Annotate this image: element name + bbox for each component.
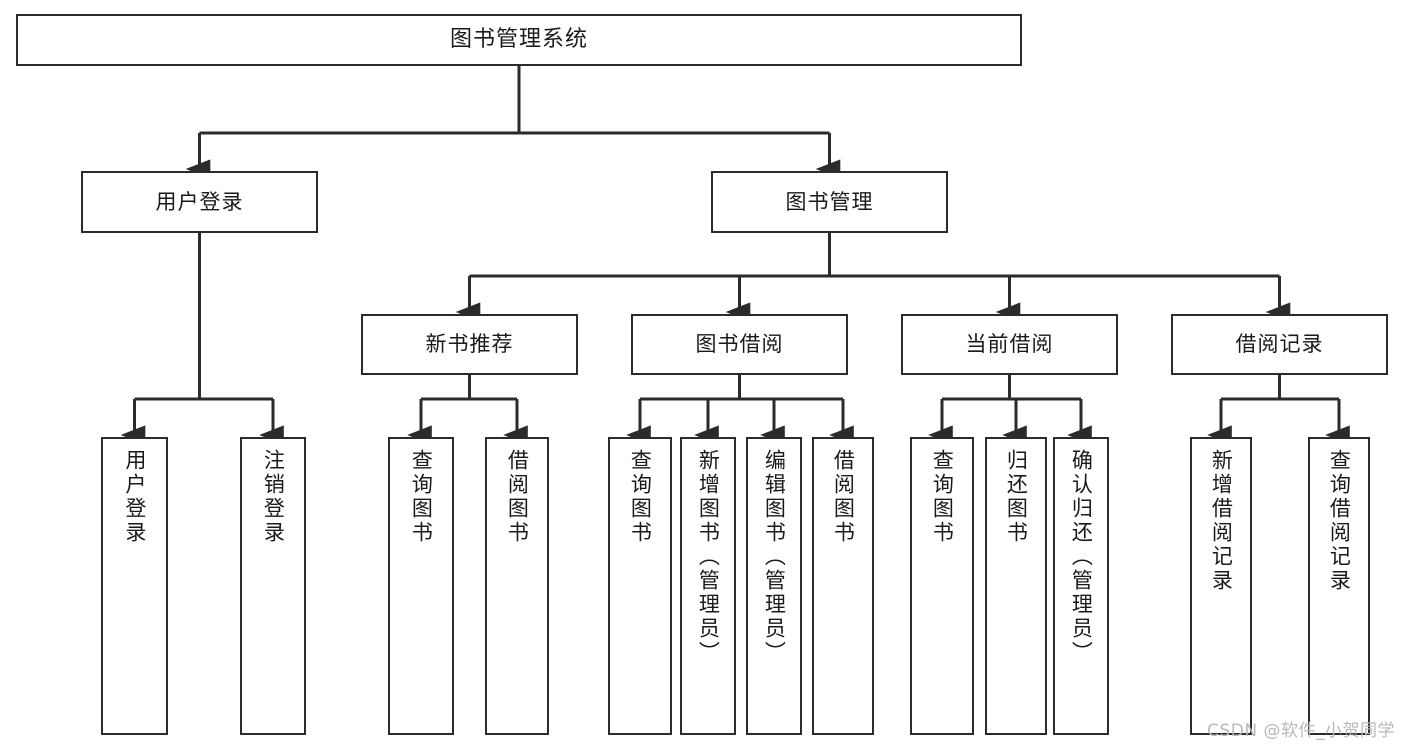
leaf-query-books-current[interactable]: 查询图书 [910,437,974,735]
node-label: 查询借阅记录 [1327,449,1352,593]
node-user-login[interactable]: 用户登录 [81,171,318,233]
node-label: 图书管理 [785,189,874,214]
leaf-add-borrow-record[interactable]: 新增借阅记录 [1190,437,1252,735]
node-root[interactable]: 图书管理系统 [16,14,1022,66]
node-label: 查询图书 [409,449,434,545]
node-new-book-recommendation[interactable]: 新书推荐 [361,314,578,375]
node-book-management[interactable]: 图书管理 [711,171,948,233]
leaf-query-borrow-record[interactable]: 查询借阅记录 [1308,437,1370,735]
node-borrow-records[interactable]: 借阅记录 [1171,314,1388,375]
node-label: 确认归还（管理员） [1069,449,1094,665]
node-label: 查询图书 [930,449,955,545]
node-label: 借阅图书 [831,449,856,545]
leaf-user-login[interactable]: 用户登录 [101,437,168,735]
node-label: 新增图书（管理员） [696,449,721,665]
node-label: 用户登录 [155,189,244,214]
node-label: 借阅记录 [1235,332,1324,356]
node-label: 查询图书 [628,449,653,545]
node-label: 图书管理系统 [449,27,588,52]
leaf-borrow-books[interactable]: 借阅图书 [812,437,874,735]
node-label: 图书借阅 [695,332,784,356]
leaf-query-books-borrow[interactable]: 查询图书 [608,437,672,735]
node-label: 借阅图书 [505,449,530,545]
leaf-return-books[interactable]: 归还图书 [985,437,1047,735]
node-label: 注销登录 [261,449,286,545]
leaf-confirm-return-admin[interactable]: 确认归还（管理员） [1053,437,1109,735]
node-label: 当前借阅 [965,332,1054,356]
leaf-logout[interactable]: 注销登录 [240,437,306,735]
leaf-borrow-books-recommend[interactable]: 借阅图书 [485,437,549,735]
leaf-query-books-recommend[interactable]: 查询图书 [388,437,454,735]
node-label: 编辑图书（管理员） [762,449,787,665]
node-book-borrow[interactable]: 图书借阅 [631,314,848,375]
leaf-edit-book-admin[interactable]: 编辑图书（管理员） [746,437,802,735]
node-label: 用户登录 [122,449,147,545]
node-label: 归还图书 [1004,449,1029,545]
node-label: 新书推荐 [425,332,514,356]
node-current-borrow[interactable]: 当前借阅 [901,314,1118,375]
watermark: CSDN @软件_小贺同学 [1207,721,1395,741]
leaf-add-book-admin[interactable]: 新增图书（管理员） [680,437,736,735]
node-label: 新增借阅记录 [1209,449,1234,593]
